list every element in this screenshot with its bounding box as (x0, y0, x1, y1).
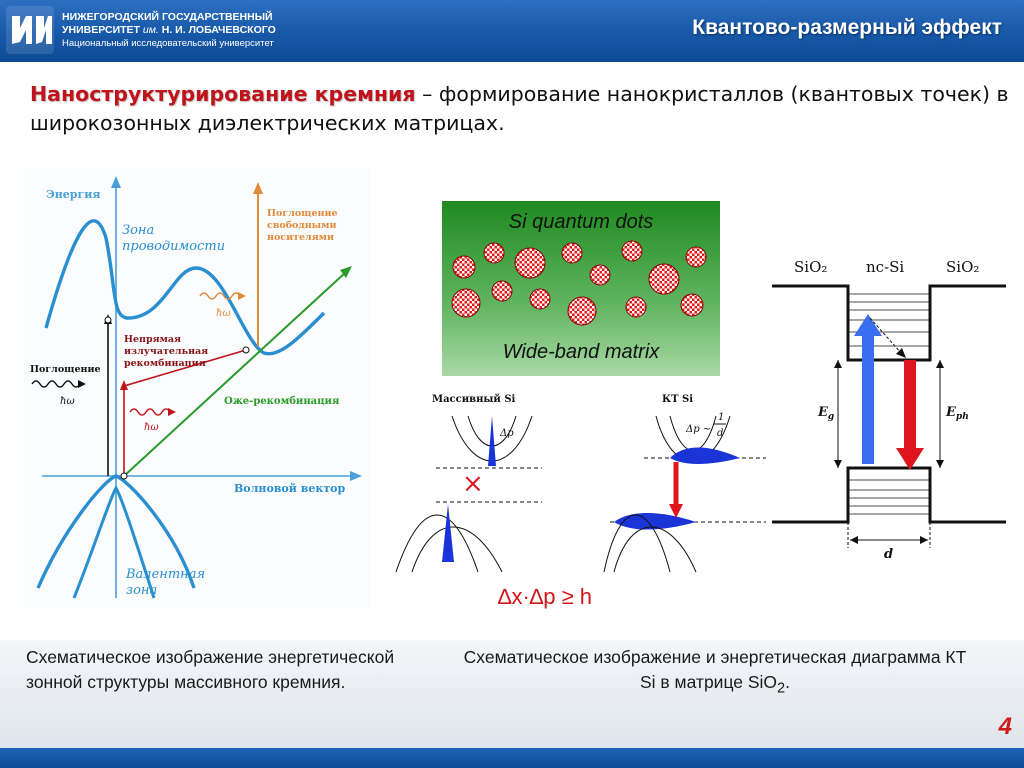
matrix-label: Wide-band matrix (502, 341, 660, 363)
qd-vb-level (614, 513, 696, 530)
university-line-1: НИЖЕГОРОДСКИЙ ГОСУДАРСТВЕННЫЙ (62, 11, 273, 23)
qd-cb-level (670, 447, 740, 464)
conduction-band-curve (44, 219, 326, 356)
absorption-up-arrow (862, 332, 874, 464)
well-left-label: SiO₂ (794, 258, 827, 276)
intro-dash: – (415, 82, 439, 106)
quantum-dot (483, 242, 505, 264)
indirect-line (123, 349, 247, 387)
conduction-band-edge (772, 284, 1006, 362)
hw-absorption: ħω (60, 396, 75, 407)
quantum-dot (514, 247, 546, 279)
quantum-dot (529, 288, 551, 310)
bulk-si-diagram: Массивный Si Δp × (395, 394, 542, 573)
hw-free: ħω (216, 308, 231, 319)
well-center-label: nc-Si (866, 258, 904, 276)
well-right-label: SiO₂ (946, 258, 979, 276)
bulk-dp: Δp (499, 428, 514, 439)
photon-wave-icon (199, 292, 241, 300)
quantum-well-diagram: SiO₂ nc-Si SiO₂ Eg Eph d (772, 258, 1006, 562)
uncertainty-relation: ∆x·∆p ≥ h (498, 584, 593, 609)
emission-down-arrow (904, 360, 916, 456)
energy-label: Энергия (46, 188, 101, 201)
indirect-label-1: Непрямая (124, 334, 181, 345)
absorption-label: Поглощение (30, 364, 101, 375)
university-line-3: Национальный исследовательский университ… (62, 38, 274, 49)
auger-label: Оже-рекомбинация (224, 396, 340, 407)
wave-vector-label: Волновой вектор (234, 482, 345, 495)
photon-wave-icon-3 (31, 380, 81, 388)
slide-title: Квантово-размерный эффект (692, 16, 1002, 39)
d-label: d (884, 547, 893, 562)
eg-label: Eg (817, 405, 834, 422)
quantum-dot (491, 280, 513, 302)
qd-one: 1 (718, 412, 724, 423)
band-structure-diagram: Энергия Зона проводимости Поглощение сво… (24, 168, 370, 608)
intro-paragraph: Наноструктурирование кремния – формирова… (30, 80, 1010, 138)
quantum-dots-illustration (451, 240, 707, 326)
valence-band-curve-2 (72, 485, 156, 599)
university-line-2: УНИВЕРСИТЕТ им. Н. И. ЛОБАЧЕВСКОГО (62, 24, 276, 36)
qd-si-diagram: КТ Si Δp ~ 1 d (603, 394, 766, 573)
valence-band-curve (36, 474, 196, 589)
conduction-label-1: Зона (122, 223, 154, 238)
hw-indirect: ħω (144, 422, 159, 433)
caption-left: Схематическое изображение энергетической… (26, 647, 395, 692)
absorption-free-2: свободными (267, 220, 337, 231)
indirect-label-3: рекомбинация (124, 358, 206, 369)
quantum-dots-label: Si quantum dots (508, 211, 654, 233)
university-logo (6, 6, 54, 54)
qd-si-title: КТ Si (662, 394, 693, 405)
quantum-dot (451, 288, 481, 318)
quantum-dot (648, 263, 680, 295)
quantum-dot (621, 240, 643, 262)
quantum-dot (680, 293, 704, 317)
auger-arrow (123, 271, 347, 477)
bulk-vb-peak (442, 504, 454, 562)
photon-wave-icon-2 (129, 408, 171, 416)
forbidden-cross-icon: × (462, 469, 484, 499)
footer-band (0, 748, 1024, 768)
absorption-free-3: носителями (267, 232, 334, 243)
intro-definition: формирование нанокристаллов (квантовых т… (30, 82, 1009, 135)
quantum-dot (685, 246, 707, 268)
quantum-dot (567, 296, 597, 326)
valence-label-1: Валентная (125, 567, 205, 582)
qd-dp: Δp ~ (685, 424, 711, 435)
quantum-dot (452, 255, 476, 279)
intro-term: Наноструктурирование кремния (30, 82, 416, 106)
quantum-dot (561, 242, 583, 264)
valence-label-2: зона (126, 583, 157, 598)
absorption-free-1: Поглощение (267, 208, 338, 219)
eph-label: Eph (945, 405, 969, 422)
quantum-dot (625, 296, 647, 318)
conduction-label-2: проводимости (122, 239, 225, 254)
caption-band (0, 640, 1024, 748)
qd-d: d (717, 428, 723, 439)
caption-right: Схематическое изображение и энергетическ… (463, 647, 967, 697)
university-name: НИЖЕГОРОДСКИЙ ГОСУДАРСТВЕННЫЙ УНИВЕРСИТЕ… (62, 11, 276, 50)
valence-band-edge (772, 466, 1006, 524)
indirect-label-2: излучательная (124, 346, 208, 357)
quantum-dots-box: Si quantum dots Wide-band matrix (442, 201, 720, 376)
header-band: НИЖЕГОРОДСКИЙ ГОСУДАРСТВЕННЫЙ УНИВЕРСИТЕ… (0, 0, 1024, 62)
bulk-si-title: Массивный Si (432, 394, 516, 405)
quantum-dot (589, 264, 611, 286)
page-number: 4 (998, 713, 1012, 740)
bulk-cb-peak (488, 416, 496, 466)
